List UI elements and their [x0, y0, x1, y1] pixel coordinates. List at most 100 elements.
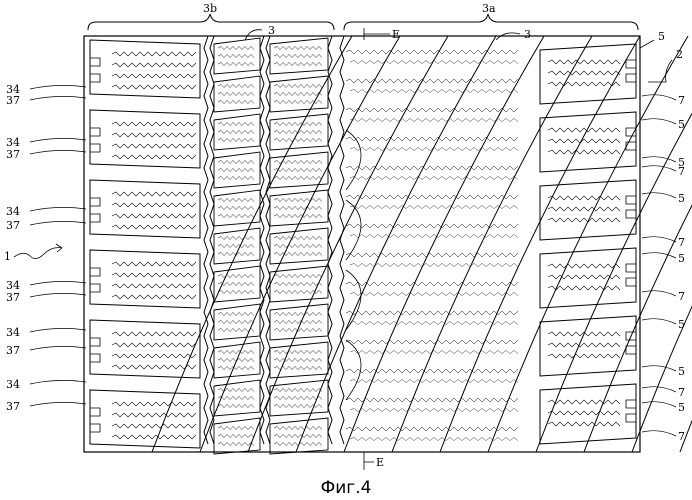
- ref-label-37: 37: [6, 148, 20, 161]
- sipe: [274, 396, 322, 399]
- rib-block: [214, 228, 260, 264]
- sipe: [346, 137, 518, 141]
- shoulder-notch: [626, 414, 636, 422]
- ref-label-7: 7: [678, 430, 685, 443]
- shoulder-notch: [626, 400, 636, 408]
- leader-line: [30, 346, 86, 350]
- rib-block: [214, 190, 260, 226]
- shoulder-notch: [90, 354, 100, 362]
- sipe: [112, 85, 196, 89]
- shoulder-block: [540, 112, 636, 172]
- sipe: [218, 122, 254, 125]
- sipe: [274, 168, 322, 171]
- sipe: [346, 166, 518, 170]
- ref-label-37: 37: [6, 344, 20, 357]
- section-mark-bottom: [364, 452, 374, 470]
- sipe: [112, 122, 196, 126]
- rib-block: [214, 76, 260, 112]
- shoulder-block: [540, 384, 636, 444]
- sipe: [218, 426, 254, 429]
- shoulder-block: [90, 40, 200, 98]
- label-3-right: 3: [524, 28, 531, 41]
- sipe: [346, 195, 518, 199]
- label-3-left: 3: [268, 24, 275, 37]
- shoulder-notch: [90, 268, 100, 276]
- shoulder-notch: [90, 74, 100, 82]
- label-5-top: 5: [658, 30, 665, 43]
- leader-line: [30, 138, 86, 142]
- shoulder-notch: [90, 144, 100, 152]
- shoulder-notch: [626, 346, 636, 354]
- sipe: [274, 62, 322, 65]
- label-3b: 3b: [203, 2, 217, 15]
- shoulder-notch: [90, 214, 100, 222]
- sipe: [218, 396, 254, 399]
- ref-label-37: 37: [6, 94, 20, 107]
- right-shoulder-blocks: [540, 44, 636, 444]
- sipe: [346, 253, 518, 257]
- diagonal-groove: [488, 36, 688, 452]
- sipe: [274, 388, 322, 391]
- left-reference-labels: 343734373437343734373437: [6, 83, 86, 413]
- leader-line: [30, 380, 86, 384]
- sipe: [548, 139, 620, 143]
- sipe: [218, 290, 254, 293]
- sipe: [350, 234, 518, 237]
- sipe: [112, 225, 196, 229]
- leader-line: [642, 237, 676, 242]
- groove-edge: [266, 36, 270, 444]
- sipe: [218, 206, 254, 209]
- sipe: [274, 54, 322, 57]
- shoulder-block: [90, 320, 200, 378]
- ref-label-5: 5: [678, 192, 685, 205]
- shoulder-notch: [90, 284, 100, 292]
- shoulder-block: [540, 248, 636, 308]
- sipe: [346, 108, 518, 112]
- sipe: [112, 273, 196, 277]
- sipe: [112, 402, 196, 406]
- right-reference-labels: 5757575755757: [642, 94, 685, 443]
- sipe: [548, 71, 620, 75]
- ref-label-7: 7: [678, 386, 685, 399]
- brace-3a: [344, 14, 638, 30]
- sipe: [112, 295, 196, 299]
- sipe: [350, 292, 518, 295]
- sipe: [350, 176, 518, 179]
- leader-line: [30, 150, 86, 154]
- ref-label-37: 37: [6, 219, 20, 232]
- sipe: [548, 60, 620, 64]
- diagonal-groove: [536, 36, 692, 452]
- ref-label-34: 34: [6, 378, 20, 391]
- sipe: [274, 92, 322, 95]
- rib-block: [214, 266, 260, 302]
- leader-line: [30, 207, 86, 211]
- sipe: [218, 62, 254, 65]
- sipe: [218, 130, 254, 133]
- sipe: [548, 354, 620, 358]
- shoulder-notch: [626, 196, 636, 204]
- sipe: [548, 286, 620, 290]
- section-mark-top: [364, 28, 390, 40]
- ref-label-7: 7: [678, 94, 685, 107]
- shoulder-notch: [90, 198, 100, 206]
- sipe: [112, 284, 196, 288]
- sipe: [218, 274, 254, 277]
- leader-line: [642, 166, 676, 171]
- sipe: [274, 236, 322, 239]
- shoulder-notch: [90, 338, 100, 346]
- sipe: [112, 435, 196, 439]
- sipe: [218, 198, 254, 201]
- figure-caption: Фиг.4: [321, 478, 372, 498]
- shoulder-block: [90, 390, 200, 448]
- sipe: [112, 262, 196, 266]
- diagonal-groove: [584, 36, 692, 452]
- sipe: [350, 350, 518, 353]
- shoulder-notch: [626, 60, 636, 68]
- leader-line: [642, 431, 676, 436]
- sipe: [350, 89, 518, 92]
- sipe: [218, 328, 254, 331]
- sipe: [112, 144, 196, 148]
- ref-label-5: 5: [678, 318, 685, 331]
- rib-block: [214, 418, 260, 454]
